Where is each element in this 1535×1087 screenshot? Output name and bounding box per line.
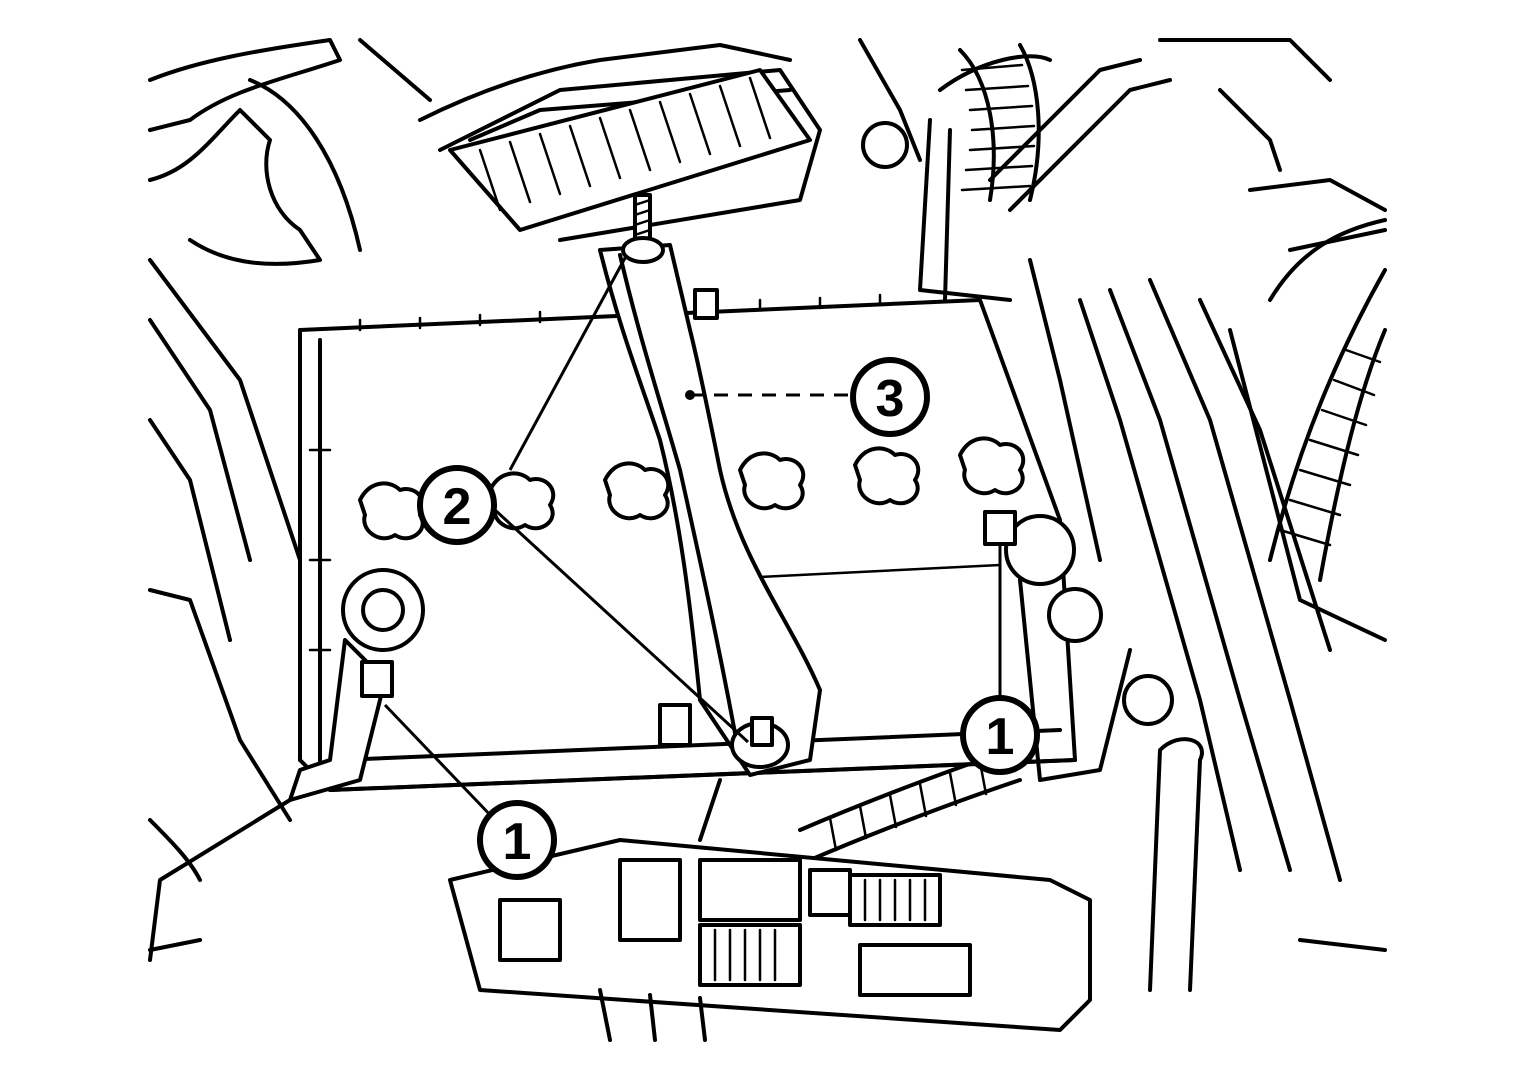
callout-label: 1 [503,813,532,871]
vent-cap [358,481,426,541]
negative-terminal [148,568,425,962]
leader-callout-2-top [508,257,627,471]
leader-callout-2-bottom [493,508,750,744]
leader-callout-1-left [383,703,497,822]
callout-label: 1 [986,708,1015,766]
callout-2: 2 [417,465,497,545]
vent-cap [853,446,921,506]
callout-3: 3 [850,357,930,437]
corrugated-hose-right [1268,268,1387,582]
callout-1-left: 1 [477,800,557,880]
callout-label: 3 [876,370,905,428]
hold-down-bolt-bottom [730,716,790,769]
callout-label: 2 [443,478,472,536]
callout-circle [417,465,497,545]
callout-circle [960,695,1040,775]
engine-bay-background [148,38,1387,992]
positive-terminal [983,510,1174,782]
callout-1-right: 1 [960,695,1040,775]
ecm-unit [448,68,909,232]
leader-callout-3-dot [685,390,695,400]
vent-cap [958,436,1026,496]
hold-down-bolt-top [621,193,665,264]
fuse-relay-box [448,778,1092,1042]
vent-cap [488,471,556,531]
vent-cap [603,461,671,521]
corrugated-hose-top [958,43,1041,202]
hold-down-bracket [598,243,822,777]
leader-lines [383,257,1002,822]
callout-circle [477,800,557,880]
callout-circle [850,357,930,437]
vent-cap [738,451,806,511]
